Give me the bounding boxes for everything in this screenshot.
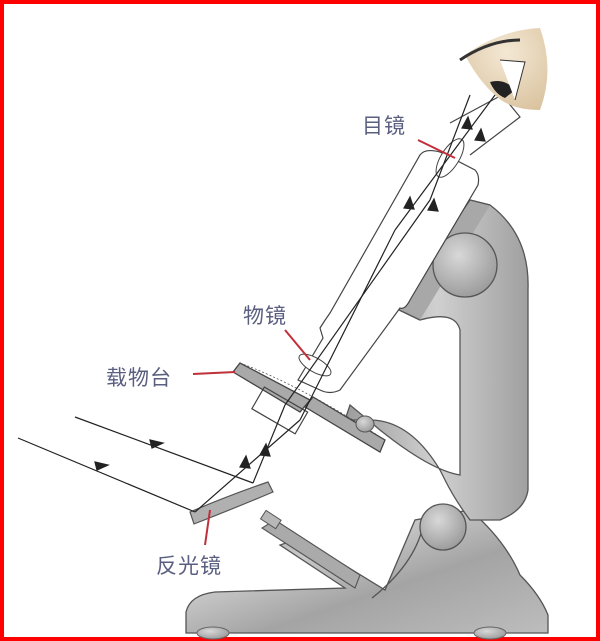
mirror	[189, 481, 361, 589]
label-stage: 载物台	[106, 366, 172, 390]
eye	[459, 28, 548, 110]
slide	[251, 386, 309, 435]
label-eyepiece: 目镜	[362, 114, 406, 138]
eyepiece-tube	[449, 94, 521, 156]
arm	[344, 199, 529, 551]
base	[185, 509, 549, 640]
fine-focus-knob	[419, 503, 467, 551]
light-rays	[17, 94, 496, 513]
label-objective: 物镜	[243, 304, 287, 328]
label-mirror: 反光镜	[156, 554, 222, 578]
coarse-focus-knob	[432, 232, 498, 298]
objective-lens	[298, 353, 332, 377]
leader-lines	[192, 139, 456, 546]
